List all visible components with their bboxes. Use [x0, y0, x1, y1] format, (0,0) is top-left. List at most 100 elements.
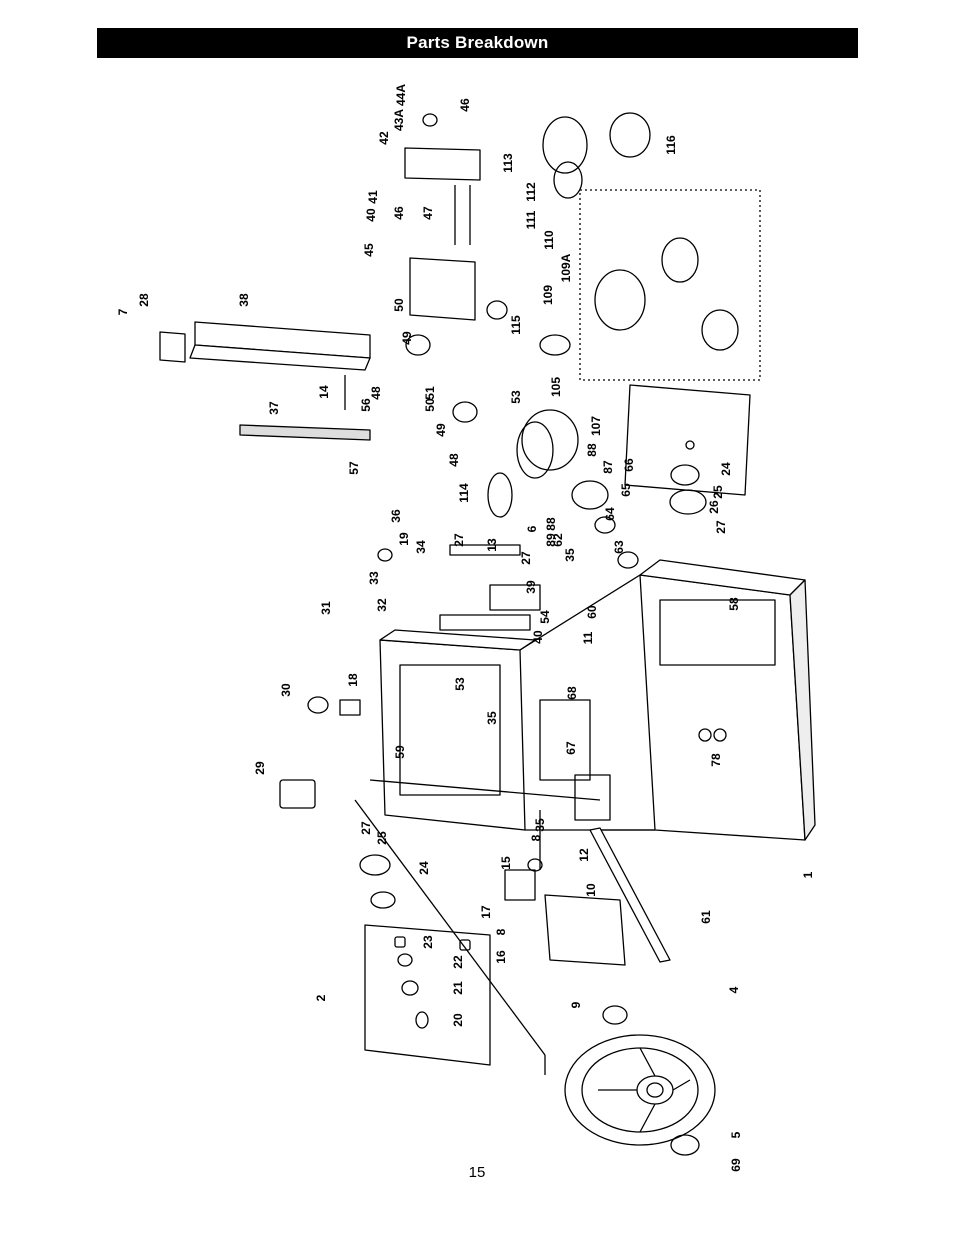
part-callout: 107: [589, 416, 603, 436]
part-callout: 25: [711, 485, 725, 499]
part-callout: 44A: [394, 84, 408, 106]
part-callout: 29: [253, 761, 267, 775]
part-callout: 57: [347, 461, 361, 475]
part-callout: 22: [451, 955, 465, 969]
part-callout: 40: [364, 208, 378, 222]
gearbox-drawing: [542, 112, 761, 381]
part-callout: 46: [392, 206, 406, 220]
part-callout: 49: [400, 331, 414, 345]
part-callout: 10: [584, 883, 598, 897]
part-callout: 35: [533, 818, 547, 832]
motor-pulley-drawing: [487, 334, 639, 569]
part-callout: 88: [585, 443, 599, 457]
rail-and-bracket-drawing: [504, 810, 671, 966]
part-callout: 109: [541, 285, 555, 305]
wheel-drawing: [564, 1005, 716, 1156]
part-callout: 33: [367, 571, 381, 585]
part-callout: 32: [375, 598, 389, 612]
part-callout: 78: [709, 753, 723, 767]
part-callout: 53: [453, 677, 467, 691]
part-callout: 61: [699, 910, 713, 924]
part-callout: 109A: [559, 253, 573, 282]
part-callout: 35: [485, 711, 499, 725]
part-callout: 13: [485, 538, 499, 552]
part-callout: 64: [603, 507, 617, 521]
part-callout: 23: [421, 935, 435, 949]
part-callout: 56: [359, 398, 373, 412]
part-callout: 7: [116, 308, 130, 315]
part-callout: 15: [499, 856, 513, 870]
part-callout: 16: [494, 950, 508, 964]
part-callout: 58: [727, 597, 741, 611]
part-callout: 14: [317, 385, 331, 399]
part-callout: 113: [501, 153, 515, 173]
part-callout: 2: [314, 994, 328, 1001]
part-callout: 48: [447, 453, 461, 467]
part-callout: 12: [577, 848, 591, 862]
part-callout: 40: [531, 630, 545, 644]
guide-blocks-drawing: [404, 113, 508, 423]
part-callout: 50: [392, 298, 406, 312]
part-callout: 54: [538, 610, 552, 624]
part-callout: 53: [509, 390, 523, 404]
part-callout: 25: [375, 831, 389, 845]
part-callout: 115: [509, 315, 523, 335]
part-callout: 41: [366, 190, 380, 204]
small-parts-drawing: [279, 375, 727, 1075]
part-callout: 68: [565, 686, 579, 700]
part-callout: 8: [494, 928, 508, 935]
part-callout: 27: [452, 533, 466, 547]
part-callout: 69: [729, 1158, 743, 1172]
stand-base-drawing: [600, 559, 816, 841]
part-callout: 19: [397, 532, 411, 546]
page-number: 15: [468, 1164, 486, 1181]
callout-layer: 1245678891011121314151617181920212223242…: [116, 84, 815, 1172]
part-callout: 62: [551, 533, 565, 547]
part-callout: 27: [714, 520, 728, 534]
part-callout: 60: [585, 605, 599, 619]
part-callout: 35: [563, 548, 577, 562]
frame-drawing: [369, 574, 655, 831]
part-callout: 11: [581, 631, 595, 644]
part-callout: 28: [137, 293, 151, 307]
part-callout: 27: [359, 821, 373, 835]
part-callout: 47: [421, 206, 435, 220]
part-callout: 26: [707, 500, 721, 514]
part-callout: 9: [569, 1001, 583, 1008]
door-panel-drawing: [364, 924, 491, 1066]
part-callout: 105: [549, 377, 563, 397]
part-callout: 37: [267, 401, 281, 415]
part-callout: 45: [362, 243, 376, 257]
part-callout: 31: [319, 601, 333, 615]
part-callout: 38: [237, 293, 251, 307]
part-callout: 48: [369, 386, 383, 400]
part-callout: 49: [434, 423, 448, 437]
part-callout: 112: [524, 182, 538, 202]
part-callout: 51: [423, 386, 437, 400]
column-drawing: [159, 321, 371, 441]
part-callout: 66: [622, 458, 636, 472]
part-callout: 63: [612, 540, 626, 554]
part-callout: 17: [479, 905, 493, 919]
part-callout: 8: [529, 834, 543, 841]
part-callout: 4: [727, 986, 741, 993]
part-callout: 50: [423, 398, 437, 412]
part-callout: 21: [451, 981, 465, 995]
part-callout: 67: [564, 741, 578, 755]
part-callout: 6: [525, 525, 539, 532]
part-callout: 114: [457, 483, 471, 503]
part-callout: 34: [414, 540, 428, 554]
part-callout: 42: [377, 131, 391, 145]
part-callout: 116: [664, 135, 678, 155]
part-callout: 24: [417, 861, 431, 875]
part-callout: 27: [519, 551, 533, 565]
side-panel-drawing: [624, 384, 751, 496]
part-callout: 5: [729, 1131, 743, 1138]
part-callout: 39: [524, 580, 538, 594]
part-callout: 87: [601, 460, 615, 474]
part-callout: 88: [544, 517, 558, 531]
part-callout: 65: [619, 483, 633, 497]
part-callout: 18: [346, 673, 360, 687]
part-callout: 46: [458, 98, 472, 112]
